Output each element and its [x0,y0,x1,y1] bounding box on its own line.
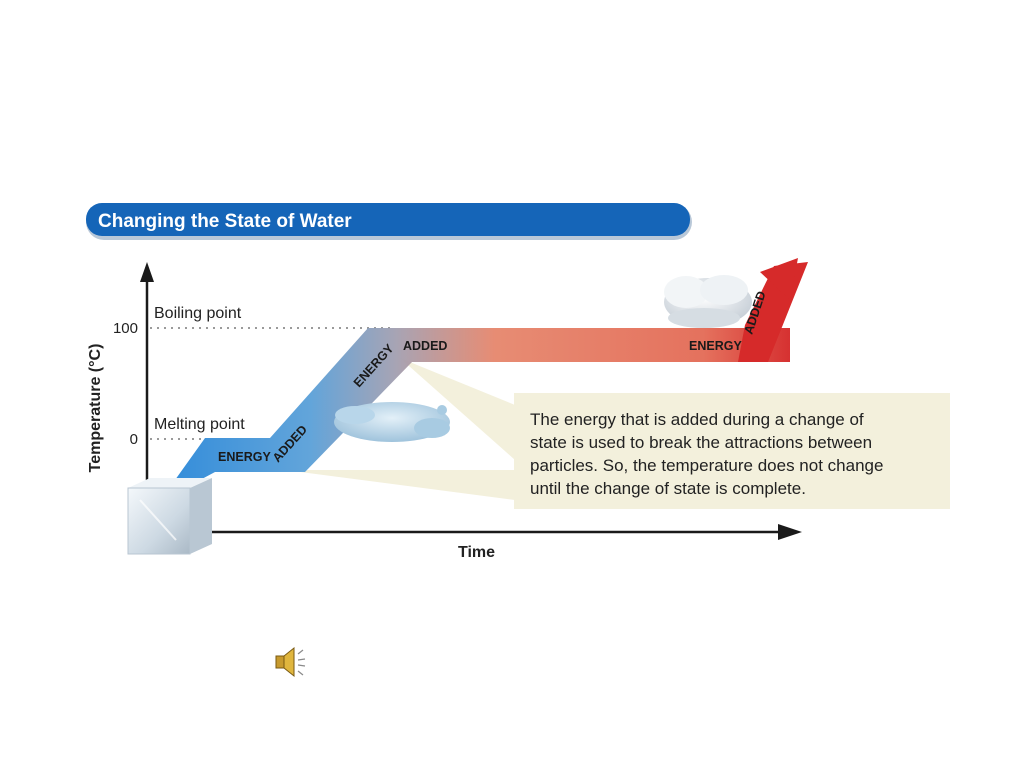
diagram-title: Changing the State of Water [98,211,352,232]
steam-cloud-image [664,275,752,328]
callout-line-2: state is used to break the attractions b… [530,433,872,452]
reference-lines: Boiling point Melting point [150,305,395,440]
y-axis-label: Temperature (°C) [87,344,104,473]
x-axis-label: Time [458,544,495,561]
melt-energy-label: ENERGY [218,450,271,464]
callout-line-1: The energy that is added during a change… [530,410,864,429]
x-axis-arrowhead [778,524,802,540]
callout-box [514,393,950,509]
heating-path-band [175,328,790,480]
ice-cube-image [127,478,212,555]
callout-line-3: particles. So, the temperature does not … [530,456,883,475]
speaker-icon[interactable] [275,646,306,678]
tick-100: 100 [113,320,138,337]
steam-energy-label: ENERGY [689,339,742,353]
callout-pointer-lower [285,470,515,500]
boil-added-label: ADDED [403,339,447,353]
tick-0: 0 [130,431,138,448]
heating-path [175,258,808,480]
melting-point-label: Melting point [154,416,245,433]
callout: The energy that is added during a change… [285,358,950,509]
callout-pointer-upper [400,358,515,460]
path-arrowhead [760,258,798,300]
boiling-point-label: Boiling point [154,305,242,322]
y-axis-arrowhead [140,262,154,282]
callout-line-4: until the change of state is complete. [530,479,806,498]
axes: Time Temperature (°C) 100 0 [87,262,802,561]
water-puddle-image [334,402,450,442]
title-bar: Changing the State of Water [86,203,692,240]
